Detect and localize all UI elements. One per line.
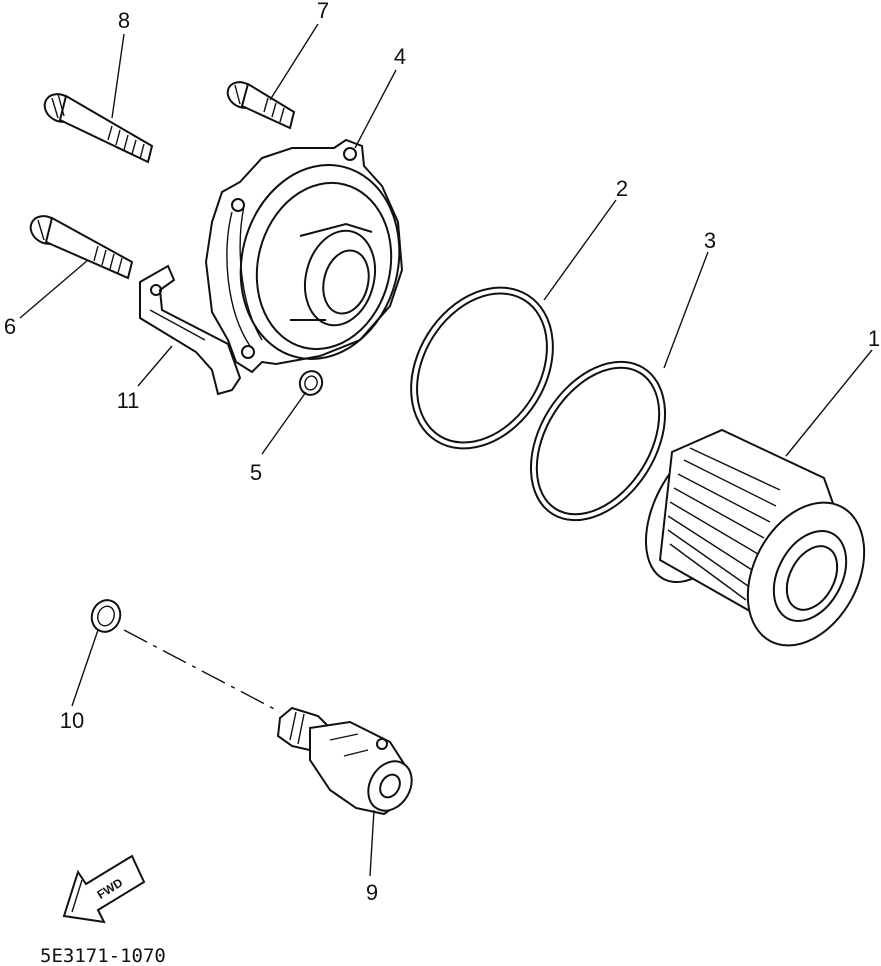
part-10-washer xyxy=(90,599,122,633)
callout-6: 6 xyxy=(4,314,16,339)
callout-11: 11 xyxy=(117,388,140,413)
callout-1: 1 xyxy=(868,326,880,351)
callout-10: 10 xyxy=(60,708,84,733)
part-11-bracket xyxy=(139,264,242,396)
callout-7: 7 xyxy=(317,0,329,23)
leader-lines xyxy=(19,23,873,877)
part-code: 5E3171-1070 xyxy=(40,945,166,966)
callout-9: 9 xyxy=(366,880,378,905)
part-7-bolt xyxy=(226,81,296,130)
part-4-filter-cover xyxy=(204,138,404,374)
callout-5: 5 xyxy=(250,460,262,485)
part-6-bolt xyxy=(29,215,134,280)
part-5-washer xyxy=(298,370,324,396)
fwd-direction-arrow: FWD xyxy=(62,854,146,924)
callout-labels: 8 7 4 2 3 1 6 11 5 10 9 xyxy=(4,0,880,905)
callout-4: 4 xyxy=(394,44,406,69)
callout-8: 8 xyxy=(118,8,130,33)
part-3-o-ring xyxy=(529,360,667,522)
callout-3: 3 xyxy=(704,228,716,253)
part-9-switch xyxy=(276,706,413,816)
part-2-o-ring xyxy=(410,286,554,450)
part-1-oil-filter-element xyxy=(644,428,866,647)
assembly-center-line xyxy=(123,629,281,713)
callout-2: 2 xyxy=(616,176,628,201)
part-8-bolt xyxy=(43,93,154,164)
